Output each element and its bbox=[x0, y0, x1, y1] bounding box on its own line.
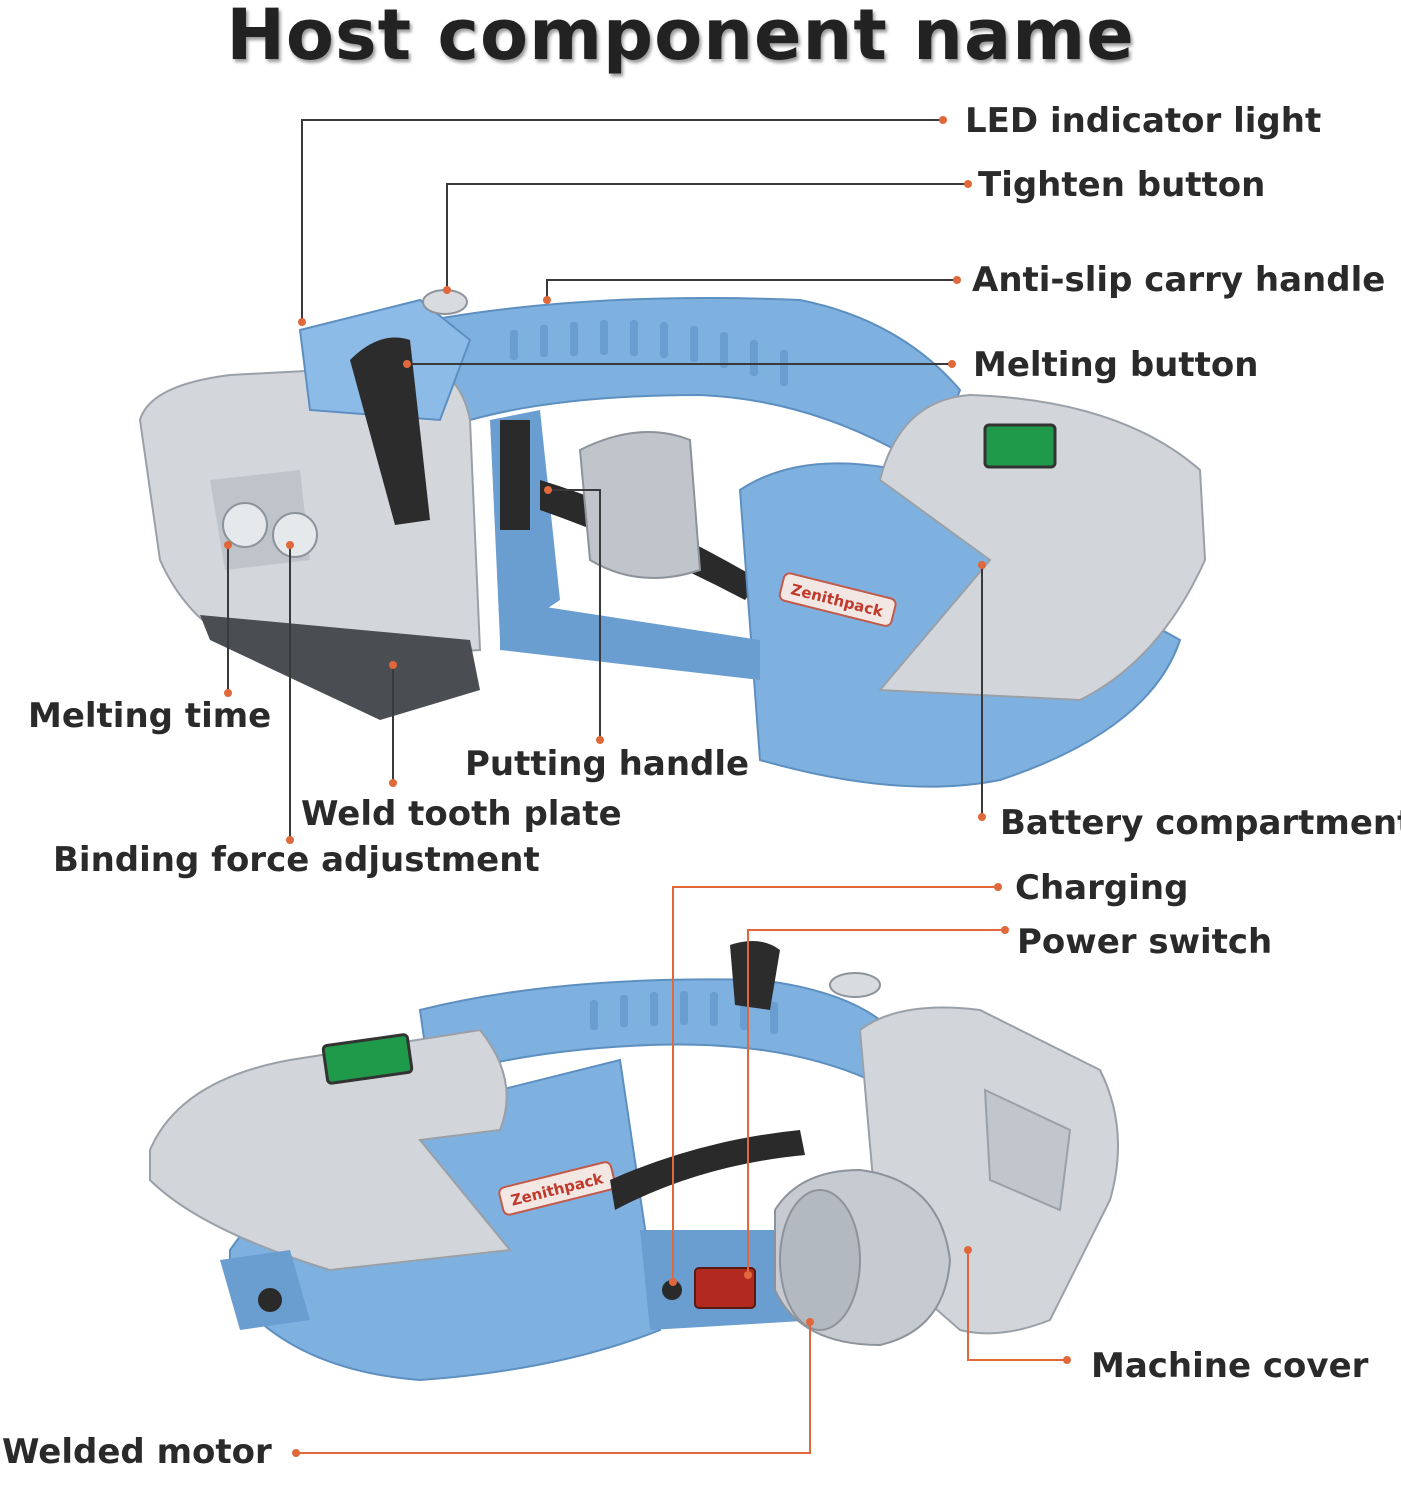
label-welded-motor: Welded motor bbox=[2, 1432, 272, 1472]
bottom-machine: Zenithpack bbox=[149, 941, 1119, 1382]
bottom-charging-port bbox=[662, 1280, 682, 1300]
label-weld-tooth-plate: Weld tooth plate bbox=[301, 794, 622, 834]
label-machine-cover: Machine cover bbox=[1091, 1346, 1369, 1386]
top-led-display bbox=[983, 423, 1057, 469]
label-battery-compartment: Battery compartment bbox=[1000, 803, 1401, 843]
bottom-led-display bbox=[321, 1033, 414, 1085]
label-power-switch: Power switch bbox=[1017, 922, 1273, 962]
top-machine: Zenithpack bbox=[138, 289, 1207, 788]
leader-dots bbox=[224, 116, 1071, 1457]
bottom-battery-cover bbox=[149, 1028, 512, 1272]
top-carry-handle bbox=[378, 297, 962, 472]
label-led-indicator-light: LED indicator light bbox=[965, 101, 1322, 141]
top-weld-tooth-plate bbox=[200, 615, 480, 720]
bottom-leader-lines bbox=[296, 886, 1067, 1454]
label-melting-button: Melting button bbox=[973, 345, 1259, 385]
label-anti-slip-carry-handle: Anti-slip carry handle bbox=[972, 260, 1386, 300]
label-binding-force-adjustment: Binding force adjustment bbox=[53, 840, 540, 880]
top-battery-cover bbox=[877, 393, 1207, 702]
label-charging: Charging bbox=[1015, 868, 1189, 908]
label-putting-handle: Putting handle bbox=[465, 744, 750, 784]
top-melting-lever bbox=[350, 337, 430, 525]
page-title: Host component name bbox=[226, 0, 1135, 76]
bottom-power-switch bbox=[694, 1267, 756, 1309]
top-leader-lines bbox=[227, 119, 983, 840]
label-melting-time: Melting time bbox=[28, 696, 272, 736]
label-tighten-button: Tighten button bbox=[978, 165, 1266, 205]
